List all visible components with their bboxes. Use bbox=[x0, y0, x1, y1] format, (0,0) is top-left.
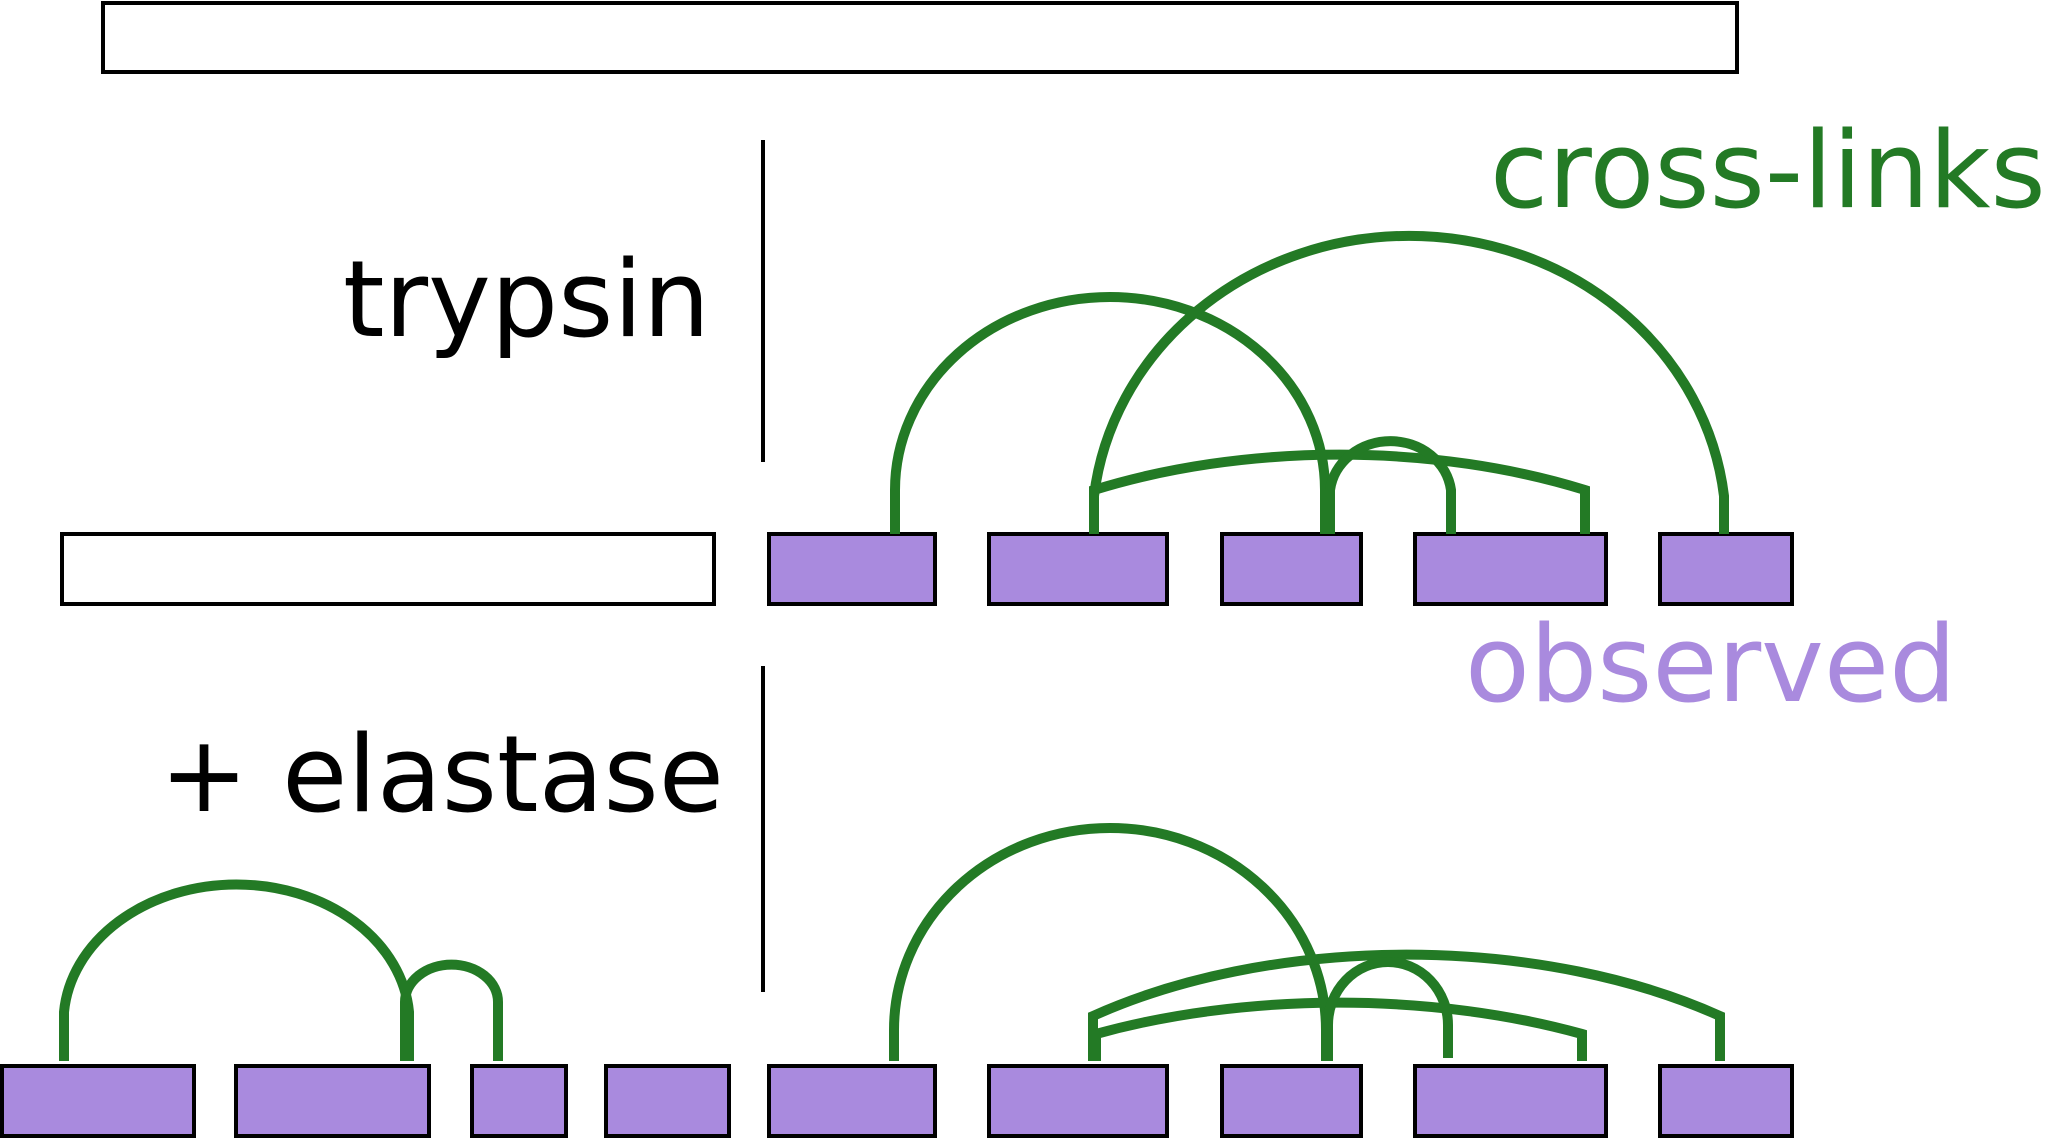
trypsin-peptide-observed bbox=[1220, 532, 1363, 606]
elastase-label: + elastase bbox=[160, 713, 724, 836]
crosslinks-legend-label: cross-links bbox=[1490, 109, 2046, 232]
crosslink-arc bbox=[1325, 436, 1456, 534]
trypsin-label: trypsin bbox=[343, 238, 710, 361]
elastase-peptide-observed bbox=[1220, 1064, 1363, 1138]
trypsin-peptide-observed bbox=[1413, 532, 1608, 606]
elastase-peptide-observed bbox=[987, 1064, 1169, 1138]
observed-legend-label: observed bbox=[1465, 603, 1956, 726]
elastase-peptide-observed bbox=[767, 1064, 937, 1138]
trypsin-crosslinks bbox=[890, 230, 1729, 534]
crosslink-arc bbox=[1088, 949, 1725, 1061]
full-protein-bar bbox=[101, 1, 1739, 74]
crosslink-arc bbox=[400, 959, 503, 1061]
crosslink-arc bbox=[889, 823, 1331, 1061]
elastase-peptide-observed bbox=[470, 1064, 568, 1138]
crosslink-arc bbox=[1323, 957, 1453, 1061]
elastase-peptide-observed bbox=[1658, 1064, 1794, 1138]
crosslink-arc bbox=[1089, 449, 1590, 534]
crosslink-arc bbox=[890, 292, 1330, 534]
trypsin-peptide-observed bbox=[987, 532, 1169, 606]
elastase-crosslinks bbox=[59, 823, 1725, 1061]
elastase-peptide-observed bbox=[234, 1064, 431, 1138]
trypsin-peptide-observed bbox=[1658, 532, 1794, 606]
elastase-peptide-observed bbox=[1413, 1064, 1608, 1138]
elastase-peptide-row bbox=[0, 1064, 1794, 1138]
trypsin-peptide-observed bbox=[767, 532, 937, 606]
crosslink-arc bbox=[1089, 230, 1729, 534]
trypsin-peptide-row bbox=[60, 532, 1794, 606]
crosslink-arc bbox=[1091, 997, 1587, 1061]
trypsin-peptide-unobserved bbox=[60, 532, 716, 606]
elastase-peptide-observed bbox=[604, 1064, 731, 1138]
elastase-peptide-observed bbox=[0, 1064, 196, 1138]
crosslink-arc bbox=[59, 879, 414, 1061]
